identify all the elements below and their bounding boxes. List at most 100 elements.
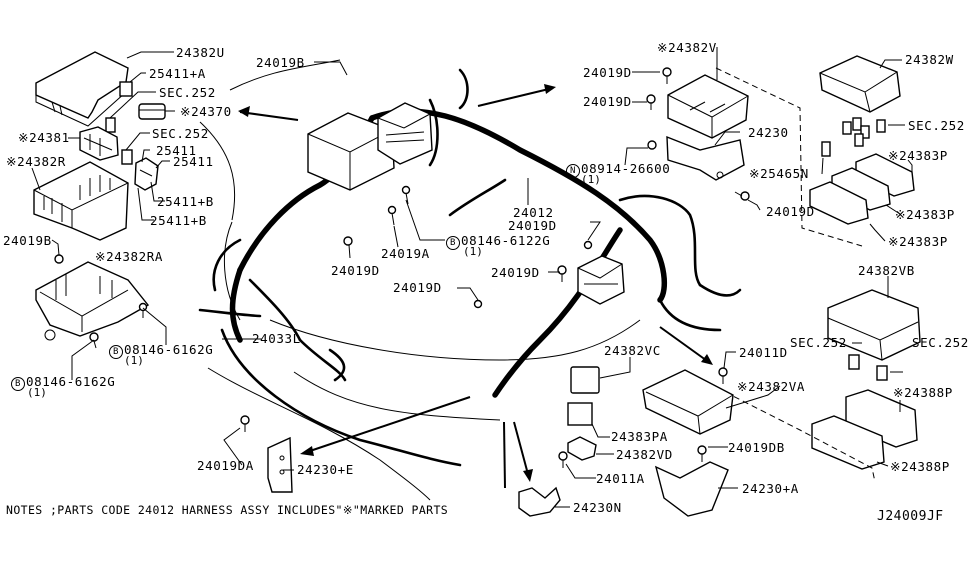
bolt-08146-6162G-a xyxy=(138,302,148,318)
bolt-08146-6162G-b xyxy=(89,332,99,349)
label-25411-a: 25411 xyxy=(156,143,197,158)
part-number: 08914-26600 xyxy=(581,161,671,176)
label-24011A: 24011A xyxy=(596,471,645,486)
box-lower-24382R xyxy=(33,161,129,241)
label-24382RA: ※24382RA xyxy=(95,249,163,264)
label-24382U: 24382U xyxy=(176,45,225,60)
label-24019DB: 24019DB xyxy=(728,440,785,455)
qty-08914-26600: (1) xyxy=(581,173,601,186)
bolt-marker-icon: B xyxy=(11,377,25,391)
fuse-holders-24388P xyxy=(811,389,918,470)
relays-sec252-c xyxy=(842,117,886,147)
label-24019DA: 24019DA xyxy=(197,458,254,473)
bolt-24011A xyxy=(558,451,568,468)
label-sec252-b: SEC.252 xyxy=(152,126,209,141)
qty-08146-6122G: (1) xyxy=(463,245,483,258)
label-24230N: 24230N xyxy=(573,500,622,515)
label-25411A: 25411+A xyxy=(149,66,206,81)
relay-sec252-a xyxy=(105,117,116,133)
clip-25465N xyxy=(821,141,831,157)
relay-24382VC xyxy=(570,366,600,394)
label-24383P-3: ※24383P xyxy=(888,234,948,249)
holder-24383PA xyxy=(567,402,593,426)
label-25411-b: 25411 xyxy=(173,154,214,169)
label-24370: ※24370 xyxy=(180,104,232,119)
label-24382VA: ※24382VA xyxy=(737,379,805,394)
label-24382W: 24382W xyxy=(905,52,954,67)
direction-arrows xyxy=(238,84,713,489)
label-24011D: 24011D xyxy=(739,345,788,360)
bolt-marker-icon: B xyxy=(109,345,123,359)
parts-note: NOTES ;PARTS CODE 24012 HARNESS ASSY INC… xyxy=(6,503,449,517)
fuse-box-right-center xyxy=(577,255,625,305)
harness-24033L xyxy=(220,328,462,467)
part-number: 08146-6162G xyxy=(124,342,214,357)
label-24019D-c3: 24019D xyxy=(393,280,442,295)
label-24388P-1: ※24388P xyxy=(893,385,953,400)
box-24382V xyxy=(667,74,749,139)
label-24019B-left: 24019B xyxy=(3,233,52,248)
label-25465N: ※25465N xyxy=(749,166,809,181)
bracket-24230A xyxy=(654,461,729,517)
label-24230A: 24230+A xyxy=(742,481,799,496)
label-24383P-1: ※24383P xyxy=(888,148,948,163)
box-24382VA xyxy=(642,369,734,435)
relay-25411A xyxy=(119,81,133,97)
label-sec252-a: SEC.252 xyxy=(159,85,216,100)
part-number: 08146-6162G xyxy=(26,374,116,389)
bracket-24230 xyxy=(666,135,745,181)
box-cover-24382W xyxy=(819,55,901,113)
dashed-outline-lower-right xyxy=(724,391,876,483)
bracket-24230N xyxy=(518,486,561,517)
box-base-24382RA xyxy=(35,261,150,341)
relays-sec252-de xyxy=(848,354,888,381)
label-24019B-top: 24019B xyxy=(256,55,305,70)
label-24033L: 24033L xyxy=(252,331,301,346)
label-24019D-r2: 24019D xyxy=(583,94,632,109)
fuse-block-24370 xyxy=(138,103,166,120)
relay-box-cover-24382U xyxy=(35,51,129,127)
qty-08146-6162G-a: (1) xyxy=(124,354,144,367)
leader-lines xyxy=(31,47,913,508)
bolts-24019D-center xyxy=(343,185,593,309)
bolt-marker-icon: B xyxy=(446,236,460,250)
label-24383P-2: ※24383P xyxy=(895,207,955,222)
label-24381: ※24381 xyxy=(18,130,70,145)
bolt-24011D xyxy=(718,367,728,384)
label-24382R: ※24382R xyxy=(6,154,66,169)
bolt-24019DB xyxy=(697,445,707,462)
label-24382VD: 24382VD xyxy=(616,447,673,462)
dashed-outline-upper-right xyxy=(715,67,863,247)
part-number: 08146-6122G xyxy=(461,233,551,248)
harness-main-24012 xyxy=(198,68,742,398)
label-24019D-r1: 24019D xyxy=(583,65,632,80)
label-24019A: 24019A xyxy=(381,246,430,261)
diagram-code: J24009JF xyxy=(877,509,944,524)
label-24012: 24012 xyxy=(513,205,554,220)
label-24230E: 24230+E xyxy=(297,462,354,477)
nut-08914-26600 xyxy=(647,140,657,150)
label-25411B-a: 25411+B xyxy=(157,194,214,209)
label-sec252-d: SEC.252 xyxy=(790,335,847,350)
label-24383PA: 24383PA xyxy=(611,429,668,444)
label-24230: 24230 xyxy=(748,125,789,140)
label-24019D-c1: 24019D xyxy=(508,218,557,233)
label-24019D-mid: 24019D xyxy=(331,263,380,278)
relay-sec252-b xyxy=(121,149,133,165)
label-24019D-c2: 24019D xyxy=(491,265,540,280)
label-sec252-c: SEC.252 xyxy=(908,118,965,133)
box-cover-24382VB xyxy=(827,289,921,361)
fuse-holders-24383P xyxy=(809,153,915,225)
bolt-24019DA xyxy=(240,415,250,432)
label-24382V: ※24382V xyxy=(657,40,717,55)
label-24382VC: 24382VC xyxy=(604,343,661,358)
qty-08146-6162G-b: (1) xyxy=(27,386,47,399)
holder-24382VD xyxy=(567,436,597,461)
label-25411B-b: 25411+B xyxy=(150,213,207,228)
label-sec252-e: SEC.252 xyxy=(912,335,969,350)
bolts-24019D-right xyxy=(646,67,750,201)
